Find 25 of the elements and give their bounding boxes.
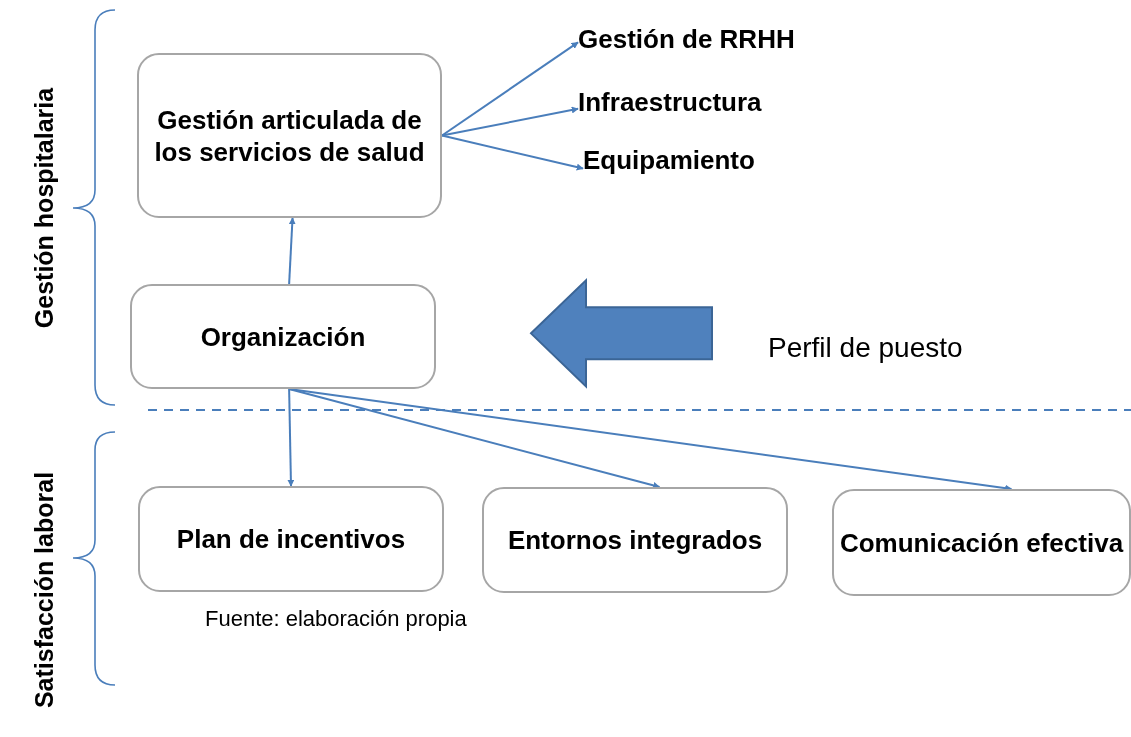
arrow bbox=[441, 41, 579, 137]
arrow bbox=[288, 217, 296, 285]
rounded-box bbox=[137, 53, 442, 218]
rounded-box bbox=[130, 284, 436, 389]
arrow bbox=[441, 106, 579, 137]
bold-text-label: Gestión de RRHH bbox=[578, 22, 795, 56]
arrow bbox=[288, 388, 661, 489]
rounded-box bbox=[138, 486, 444, 592]
box-label: Plan de incentivos bbox=[176, 523, 406, 555]
arrow bbox=[288, 388, 1013, 492]
text-label: Perfil de puesto bbox=[768, 330, 963, 366]
box-label: Organización bbox=[200, 320, 366, 353]
arrow bbox=[287, 388, 295, 487]
box-label: Comunicación efectiva bbox=[839, 526, 1124, 559]
bold-text-label: Equipamiento bbox=[583, 143, 755, 177]
rotated-section-label: Gestión hospitalaria bbox=[29, 87, 59, 329]
source-note: Fuente: elaboración propia bbox=[205, 606, 467, 632]
arrow bbox=[441, 134, 584, 171]
bold-text-label: Infraestructura bbox=[578, 85, 762, 119]
rotated-section-label: Satisfacción laboral bbox=[29, 471, 59, 709]
rounded-box bbox=[832, 489, 1131, 596]
rounded-box bbox=[482, 487, 788, 593]
block-arrow bbox=[529, 278, 713, 389]
box-label: Gestión articulada de los servicios de salud bbox=[153, 103, 426, 168]
box-label: Entornos integrados bbox=[507, 524, 763, 556]
